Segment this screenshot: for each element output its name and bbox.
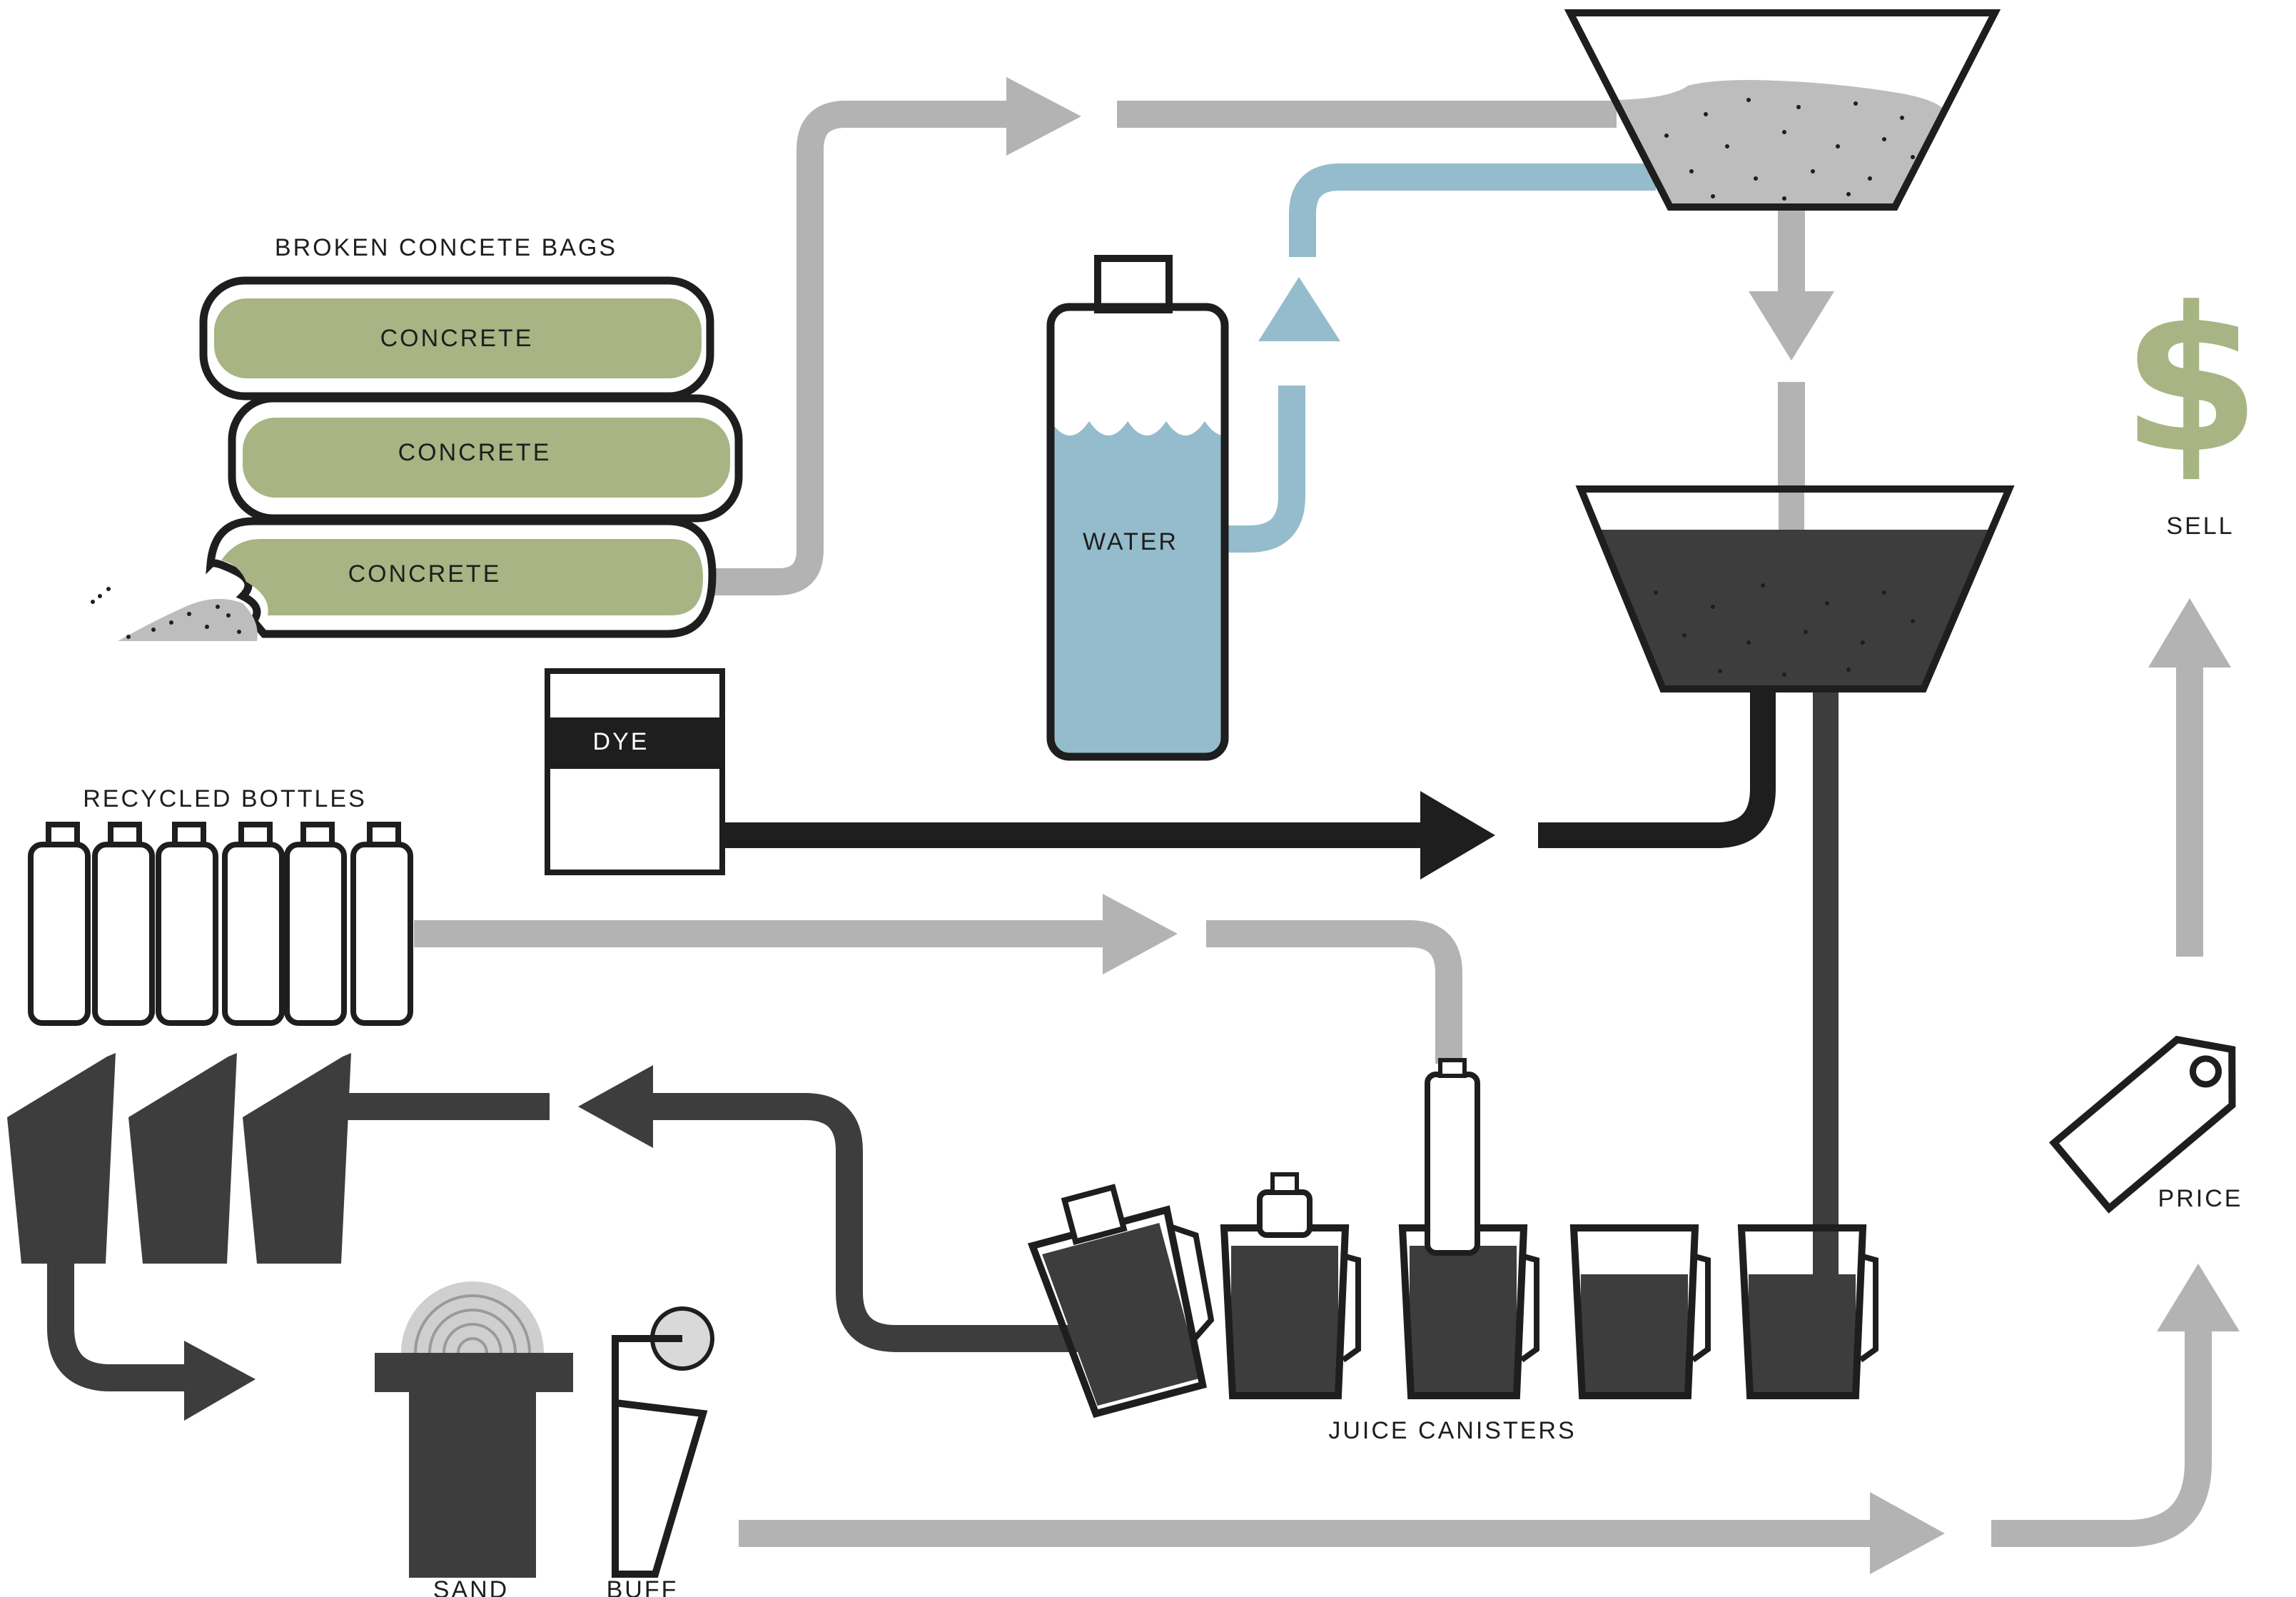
arrow-bottles [1103,894,1178,974]
gray-pipes [414,101,2212,1547]
price-tag: PRICE [2048,1035,2243,1214]
pipe-bags-to-hopper [714,101,1006,595]
pipe-water-top [1289,163,1656,257]
canister-5 [1737,1224,1878,1399]
bottle-5 [284,822,347,1026]
pipe-molds-down [47,1264,200,1391]
buff-machine: BUFF [607,1306,714,1597]
mold-cup-3 [243,1053,351,1264]
arrow-dye [1420,791,1495,880]
concrete-bag-3: CONCRETE [206,517,717,638]
canister-4 [1569,1224,1711,1399]
pipe-to-price [1991,1321,2212,1547]
canister-tilted [1027,1184,1215,1419]
dollar-icon: $ [2122,265,2261,498]
dark-pipes [47,689,1839,1391]
water-bottle: WATER [1046,255,1229,761]
arrow-up-to-sell [2148,598,2231,667]
pipe-dye-to-mixer [1538,689,1776,848]
dye-box: DYE [545,668,725,875]
arrow-down-to-mixer [1749,291,1834,361]
canister-3 [1398,1058,1539,1399]
bottle-3 [156,822,218,1026]
canister-2 [1220,1172,1361,1399]
pipe-to-canister [1206,920,1462,1064]
price-label: PRICE [2158,1185,2243,1212]
arrow-to-sand [184,1341,256,1421]
bottle-4 [222,822,285,1026]
concrete-label-3: CONCRETE [348,560,502,588]
sanding-disc [401,1281,544,1353]
dye-pipe [722,689,1776,880]
bottle-1 [28,822,91,1026]
water-label: WATER [1083,528,1178,555]
gray-arrowheads [1006,77,2240,1574]
mold-cups [7,1053,351,1264]
tag-icon [2048,1035,2236,1214]
dye-label: DYE [593,728,649,755]
pipe-water-to-hopper [1224,386,1305,553]
juice-canisters: JUICE CANISTERS [1027,1058,1878,1444]
water-pipe [1224,163,1656,553]
water-bottle-cap [1094,255,1173,313]
canisters-label: JUICE CANISTERS [1328,1417,1576,1444]
arrow-water-up [1258,277,1340,341]
mixer-funnel [1575,485,2015,692]
arrow-to-molds [578,1065,653,1148]
arrow-up-to-price [2157,1264,2240,1331]
dye-band [547,717,722,769]
bottle-6 [350,822,413,1026]
sand-label: SAND [433,1576,509,1597]
sand-machine: SAND [375,1281,573,1597]
bags-title: BROKEN CONCETE BAGS [275,234,617,261]
concrete-label-1: CONCRETE [380,325,534,352]
bottles-title: RECYCLED BOTTLES [83,785,367,812]
buff-label: BUFF [607,1576,679,1597]
pipe-canisters-to-molds [653,1093,1085,1352]
mold-cup-2 [128,1053,237,1264]
mixer-fill [1581,530,2009,689]
mold-cup-1 [7,1053,116,1264]
hopper-powder [1617,80,1943,207]
spilled-concrete [91,587,258,641]
sell: $ SELL [2122,265,2261,540]
water-fill [1051,421,1225,757]
bottle-2 [92,822,155,1026]
sand-hopper [1564,9,2001,211]
recycled-bottles: RECYCLED BOTTLES [28,785,413,1026]
concrete-bag-2: CONCRETE [228,394,743,523]
concrete-bags: BROKEN CONCETE BAGS CONCRETE CONCRETE CO… [91,234,743,641]
arrow-to-hopper [1006,77,1081,156]
sell-label: SELL [2166,513,2234,540]
dark-arrowheads [184,1065,653,1421]
arrow-bottom-right [1870,1492,1945,1574]
concrete-label-2: CONCRETE [398,439,552,466]
concrete-bag-1: CONCRETE [199,276,714,400]
